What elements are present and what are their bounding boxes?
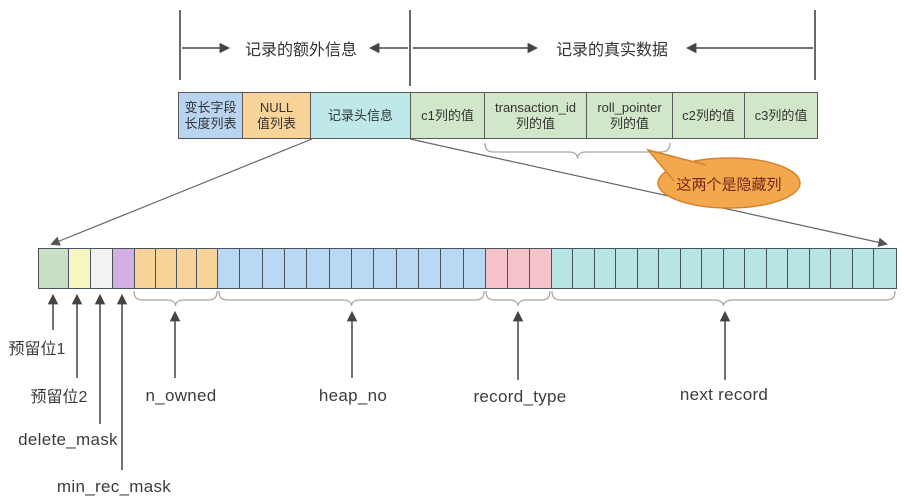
bit-cell-heap_no-2: [262, 249, 285, 288]
bit-cell-record_type-1: [507, 249, 530, 288]
bit-cell-next_record-1: [573, 249, 595, 288]
label-n-owned: n_owned: [145, 386, 217, 405]
bracket-label-real-data: 记录的真实数据: [555, 42, 669, 59]
bit-cell-heap_no-5: [329, 249, 352, 288]
expand-line-right: [409, 138, 888, 248]
bracket-label-extra-info: 记录的额外信息: [244, 42, 358, 59]
bit-cell-next_record-2: [594, 249, 617, 288]
label-delete-mask: delete_mask: [18, 430, 118, 449]
bit-cell-n_owned-0: [135, 249, 156, 288]
brace-hidden-columns: [484, 142, 671, 159]
bit-cell-next_record-14: [852, 249, 875, 288]
bit-cell-next_record-9: [745, 249, 767, 288]
bit-cell-next_record-6: [680, 249, 703, 288]
bit-cell-预留位2-0: [69, 249, 91, 288]
bit-cell-next_record-13: [831, 249, 853, 288]
brace-record-type: [485, 290, 551, 307]
bit-cell-heap_no-7: [374, 249, 397, 288]
label-record-type: record_type: [473, 387, 567, 406]
bit-cell-n_owned-3: [197, 249, 218, 288]
bit-cell-record_type-0: [485, 249, 508, 288]
bit-cell-next_record-15: [874, 249, 896, 288]
bit-cell-heap_no-4: [307, 249, 330, 288]
record-field-1: NULL 值列表: [243, 93, 311, 138]
record-header-bit-bar: [38, 248, 897, 289]
bit-cell-next_record-11: [788, 249, 810, 288]
bit-cell-heap_no-11: [463, 249, 486, 288]
bit-cell-heap_no-8: [396, 249, 419, 288]
record-field-6: c2列的值: [673, 93, 745, 138]
bit-cell-next_record-0: [551, 249, 574, 288]
label-reserved2: 预留位2: [30, 389, 88, 406]
hidden-columns-note: 这两个是隐藏列: [676, 176, 782, 194]
record-field-3: c1列的值: [411, 93, 485, 138]
record-field-7: c3列的值: [745, 93, 817, 138]
record-field-5: roll_pointer 列的值: [587, 93, 673, 138]
brace-heap-no: [218, 290, 485, 307]
label-reserved1: 预留位1: [8, 341, 66, 358]
record-field-0: 变长字段 长度列表: [179, 93, 243, 138]
bit-cell-heap_no-3: [284, 249, 308, 288]
label-min-rec-mask: min_rec_mask: [56, 477, 172, 496]
brace-next-record: [551, 290, 896, 307]
bit-cell-n_owned-2: [176, 249, 198, 288]
bit-cell-next_record-8: [723, 249, 746, 288]
bit-cell-min_rec_mask-0: [113, 249, 135, 288]
bit-cell-heap_no-10: [441, 249, 464, 288]
bit-cell-next_record-10: [766, 249, 789, 288]
bit-cell-next_record-4: [637, 249, 660, 288]
bit-cell-预留位1-0: [39, 249, 69, 288]
bit-cell-heap_no-1: [240, 249, 263, 288]
bit-cell-next_record-5: [659, 249, 681, 288]
label-next-record: next record: [679, 385, 769, 404]
bit-cell-n_owned-1: [155, 249, 177, 288]
label-heap-no: heap_no: [318, 386, 388, 405]
bit-cell-heap_no-0: [218, 249, 241, 288]
record-field-2: 记录头信息: [311, 93, 411, 138]
bit-cell-delete_mask-0: [91, 249, 113, 288]
bit-cell-record_type-2: [529, 249, 552, 288]
bit-cell-next_record-12: [809, 249, 832, 288]
bit-cell-heap_no-6: [351, 249, 375, 288]
bit-cell-next_record-3: [616, 249, 638, 288]
expand-line-left: [50, 138, 313, 246]
brace-n-owned: [133, 290, 218, 307]
bit-cell-next_record-7: [702, 249, 724, 288]
bit-cell-heap_no-9: [418, 249, 442, 288]
record-field-4: transaction_id 列的值: [485, 93, 587, 138]
